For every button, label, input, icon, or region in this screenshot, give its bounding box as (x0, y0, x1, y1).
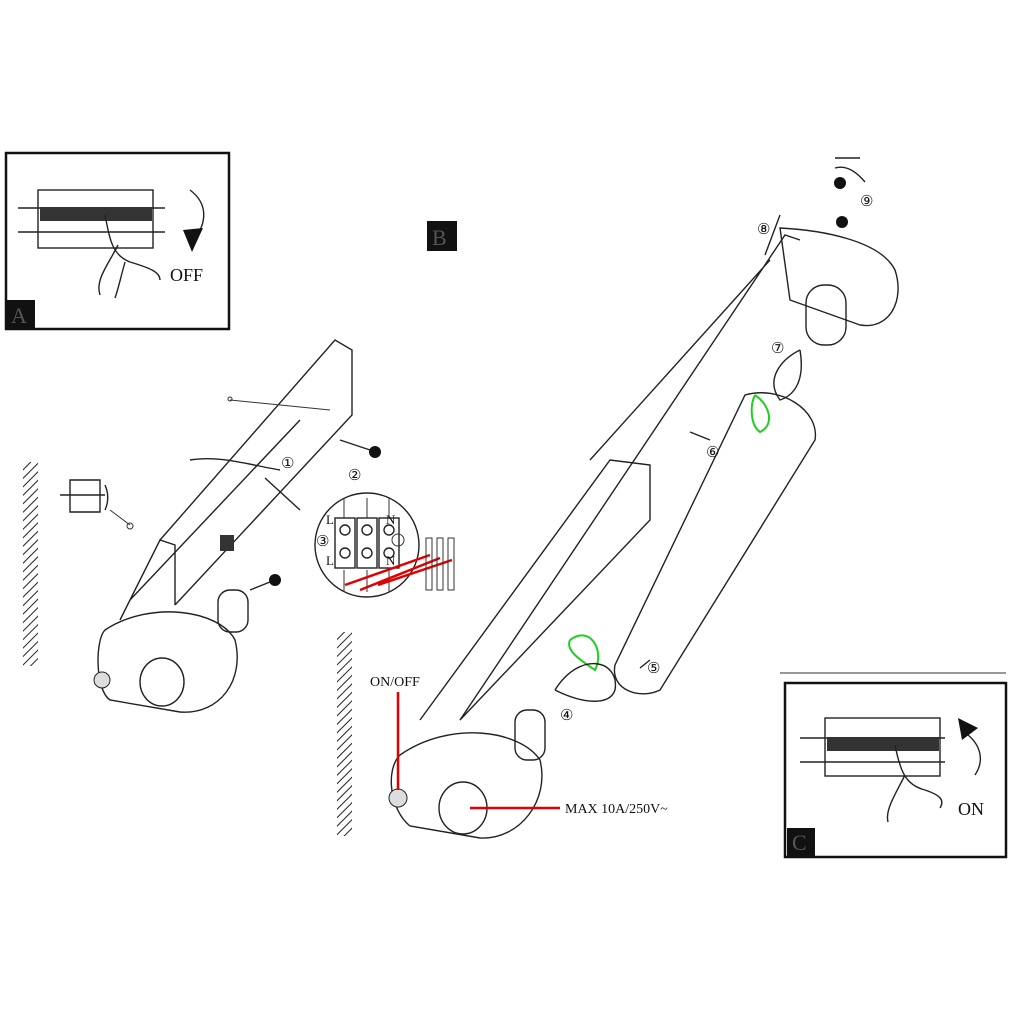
wall-right (337, 632, 352, 836)
neutral-top-label: N (386, 512, 396, 527)
panel-a-switch-off: OFF A (4, 151, 231, 331)
terminal-block-detail: L N L N (314, 492, 455, 598)
breaker-panel-icon (18, 189, 165, 249)
breaker-panel-icon (800, 717, 945, 777)
step-9: ⑨ (860, 194, 873, 210)
on-label: ON (958, 799, 984, 819)
off-label: OFF (170, 265, 203, 285)
neutral-bottom-label: N (386, 553, 396, 568)
panel-b-badge: B (427, 221, 457, 251)
fixture-assembled (388, 157, 899, 839)
step-4: ④ (560, 708, 573, 724)
panel-c-badge: C (792, 830, 807, 855)
hand-icon (886, 744, 943, 823)
panel-c-switch-on: ON C (780, 672, 1008, 859)
step-8: ⑧ (757, 222, 770, 238)
fixture-mounting (93, 339, 381, 713)
switch-label: ON/OFF (370, 675, 420, 690)
step-6: ⑥ (706, 445, 719, 461)
live-bottom-label: L (326, 553, 334, 568)
hand-icon (98, 214, 161, 299)
arrow-up-icon (967, 734, 982, 776)
step-2: ② (348, 468, 361, 484)
step-7: ⑦ (771, 341, 784, 357)
wall-plug-icon (60, 479, 134, 530)
socket-rating-label: MAX 10A/250V~ (565, 802, 668, 817)
step-5: ⑤ (647, 661, 660, 677)
earth-icon (391, 533, 405, 547)
panel-b-label: B (432, 225, 447, 250)
step-3: ③ (316, 534, 329, 550)
live-top-label: L (326, 512, 334, 527)
step-1: ① (281, 456, 294, 472)
wall-left (23, 462, 38, 666)
panel-a-badge: A (11, 303, 27, 328)
